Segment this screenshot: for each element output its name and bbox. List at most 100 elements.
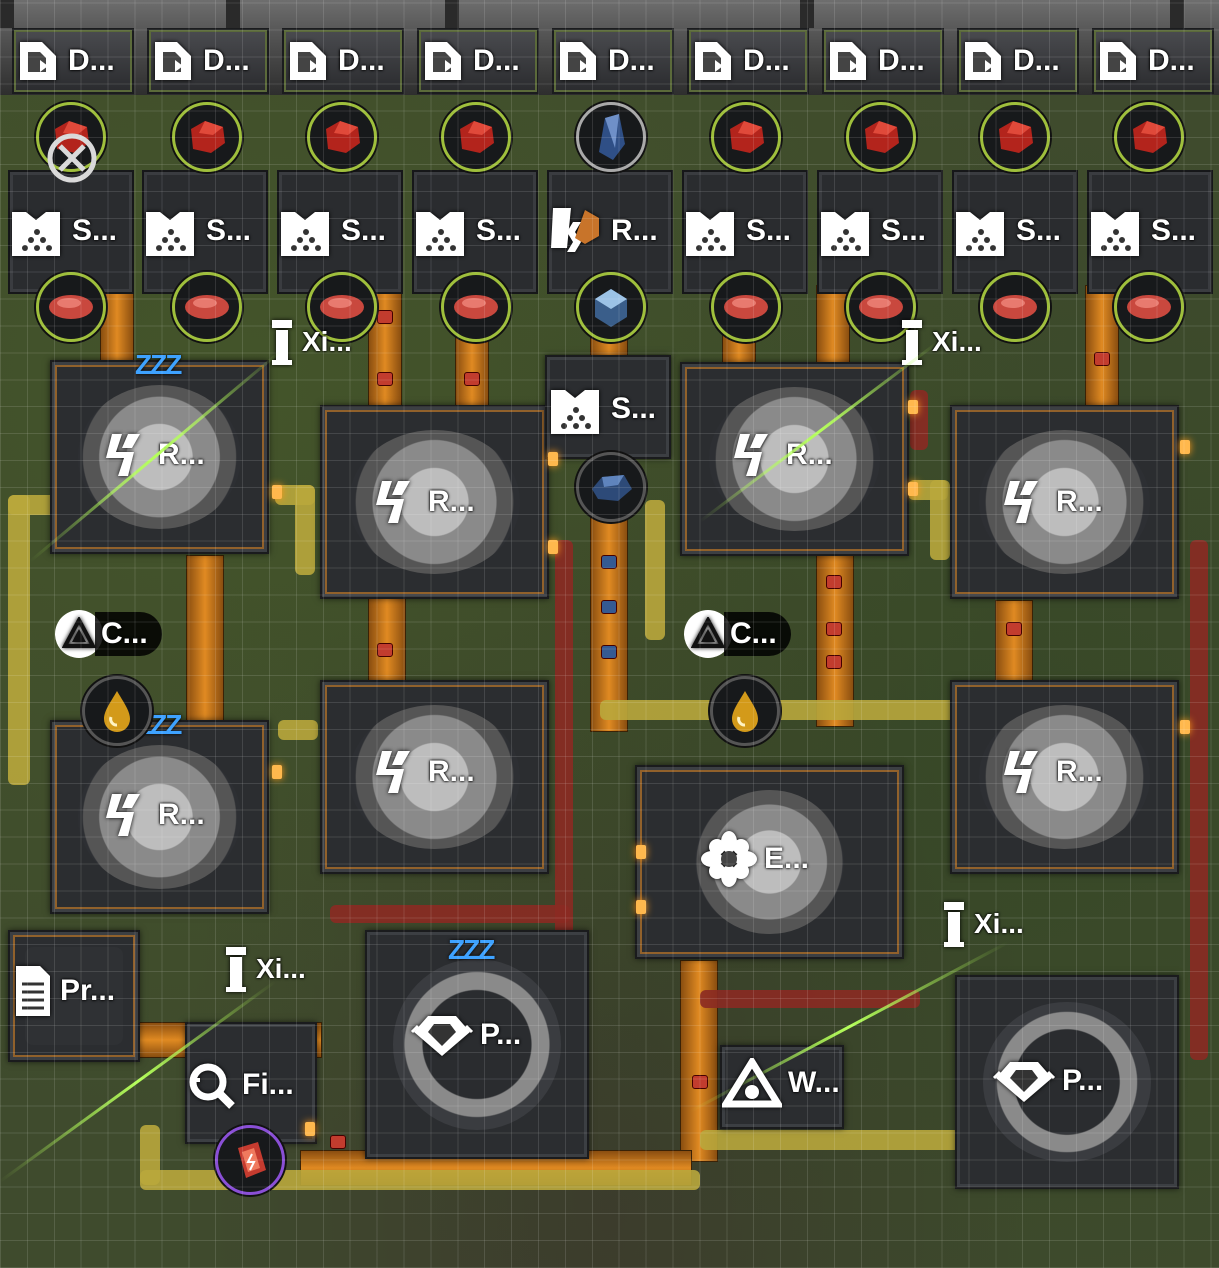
sleep-indicator: ZZZ bbox=[448, 934, 495, 965]
refinery-label[interactable]: R... bbox=[368, 745, 475, 799]
smelter-label[interactable]: S... bbox=[952, 202, 1061, 260]
status-lamp bbox=[305, 1122, 315, 1136]
output-slot[interactable] bbox=[36, 272, 106, 342]
output-slot[interactable] bbox=[172, 272, 242, 342]
smelter-label-text: S... bbox=[206, 214, 252, 247]
packer-label[interactable]: P... bbox=[992, 1058, 1103, 1104]
output-slot[interactable] bbox=[1114, 272, 1184, 342]
ore-slot[interactable] bbox=[711, 102, 781, 172]
filter-label-text: Fi... bbox=[242, 1068, 294, 1101]
cancel-icon[interactable] bbox=[46, 132, 98, 184]
smelter-label[interactable]: S... bbox=[8, 202, 117, 260]
refinery-building[interactable] bbox=[950, 680, 1179, 874]
refinery-label[interactable]: R... bbox=[98, 428, 205, 482]
depot-label-text: D... bbox=[878, 44, 925, 77]
ore-slot[interactable] bbox=[980, 102, 1050, 172]
pipe bbox=[910, 390, 928, 450]
packer-icon bbox=[410, 1016, 474, 1056]
depot-label[interactable]: D... bbox=[556, 38, 655, 84]
ore-item bbox=[1094, 352, 1110, 366]
output-slot[interactable] bbox=[846, 272, 916, 342]
water-label[interactable]: W... bbox=[722, 1058, 840, 1108]
ingot-icon bbox=[320, 295, 364, 319]
pylon-label[interactable]: Xi... bbox=[940, 900, 1024, 948]
ore-slot[interactable] bbox=[1114, 102, 1184, 172]
depot-icon bbox=[290, 42, 326, 80]
ore-slot[interactable] bbox=[441, 102, 511, 172]
ingot-icon bbox=[993, 295, 1037, 319]
status-lamp bbox=[908, 482, 918, 496]
ore-slot[interactable] bbox=[846, 102, 916, 172]
depot-label[interactable]: D... bbox=[421, 38, 520, 84]
depot-icon bbox=[695, 42, 731, 80]
smelter-label-text: S... bbox=[341, 214, 387, 247]
filter-label[interactable]: Fi... bbox=[186, 1060, 294, 1110]
pylon-label[interactable]: Xi... bbox=[268, 318, 352, 366]
crusher-label[interactable]: C... bbox=[55, 610, 162, 658]
product-slot[interactable] bbox=[215, 1125, 285, 1195]
fuel-slot[interactable] bbox=[710, 676, 780, 746]
refinery-label[interactable]: R... bbox=[726, 428, 833, 482]
output-slot[interactable] bbox=[441, 272, 511, 342]
smelter-label[interactable]: S... bbox=[1087, 202, 1196, 260]
water-building[interactable] bbox=[720, 1045, 844, 1129]
output-slot[interactable] bbox=[711, 272, 781, 342]
reactor-label[interactable]: R... bbox=[547, 202, 658, 260]
depot-label[interactable]: D... bbox=[1096, 38, 1195, 84]
status-lamp bbox=[272, 765, 282, 779]
output-slot[interactable] bbox=[980, 272, 1050, 342]
packer-label[interactable]: P... bbox=[410, 1012, 521, 1058]
processor-label[interactable]: Pr... bbox=[12, 962, 115, 1020]
smelter-label[interactable]: S... bbox=[142, 202, 251, 260]
refinery-label[interactable]: R... bbox=[996, 475, 1103, 529]
depot-label[interactable]: D... bbox=[961, 38, 1060, 84]
electro-label[interactable]: E... bbox=[700, 830, 809, 888]
output-slot[interactable] bbox=[576, 272, 646, 342]
ore-slot[interactable] bbox=[307, 102, 377, 172]
ingot-icon bbox=[49, 295, 93, 319]
smelter-label-text: S... bbox=[746, 214, 792, 247]
belt-vertical bbox=[995, 600, 1033, 682]
fuel-slot[interactable] bbox=[82, 676, 152, 746]
ore-slot[interactable] bbox=[172, 102, 242, 172]
reactor-label-text: R... bbox=[611, 214, 658, 247]
blue-crystal-icon bbox=[599, 114, 625, 160]
smelter-label[interactable]: S... bbox=[817, 202, 926, 260]
refinery-building[interactable] bbox=[320, 680, 549, 874]
depot-label[interactable]: D... bbox=[151, 38, 250, 84]
smelter-label[interactable]: S... bbox=[412, 202, 521, 260]
ore-slot[interactable] bbox=[576, 102, 646, 172]
packer-building[interactable] bbox=[365, 930, 589, 1159]
refinery-label-text: R... bbox=[158, 438, 205, 471]
red-ore-icon bbox=[1133, 121, 1167, 153]
smelter-label[interactable]: S... bbox=[547, 380, 656, 438]
filter-building[interactable] bbox=[185, 1022, 317, 1144]
refinery-label[interactable]: R... bbox=[368, 475, 475, 529]
depot-icon bbox=[830, 42, 866, 80]
depot-label[interactable]: D... bbox=[286, 38, 385, 84]
output-slot[interactable] bbox=[307, 272, 377, 342]
smelter-label[interactable]: S... bbox=[682, 202, 791, 260]
depot-label[interactable]: D... bbox=[826, 38, 925, 84]
belt-vertical bbox=[816, 285, 850, 367]
crusher-label-text: C... bbox=[724, 612, 791, 656]
electro-building[interactable] bbox=[635, 765, 904, 959]
refinery-label[interactable]: R... bbox=[996, 745, 1103, 799]
depot-icon bbox=[560, 42, 596, 80]
depot-label-text: D... bbox=[1013, 44, 1060, 77]
pylon-label[interactable]: Xi... bbox=[222, 945, 306, 993]
smelter-label[interactable]: S... bbox=[277, 202, 386, 260]
depot-label[interactable]: D... bbox=[16, 38, 115, 84]
water-label-text: W... bbox=[788, 1066, 840, 1099]
crusher-label[interactable]: C... bbox=[684, 610, 791, 658]
depot-label-text: D... bbox=[68, 44, 115, 77]
ore-item bbox=[601, 555, 617, 569]
depot-label[interactable]: D... bbox=[691, 38, 790, 84]
refinery-icon bbox=[734, 434, 768, 476]
refinery-label[interactable]: R... bbox=[98, 788, 205, 842]
refinery-building[interactable] bbox=[50, 720, 269, 914]
depot-icon bbox=[1100, 42, 1136, 80]
output-slot[interactable] bbox=[576, 452, 646, 522]
status-lamp bbox=[548, 452, 558, 466]
depot-unit[interactable] bbox=[687, 28, 809, 94]
